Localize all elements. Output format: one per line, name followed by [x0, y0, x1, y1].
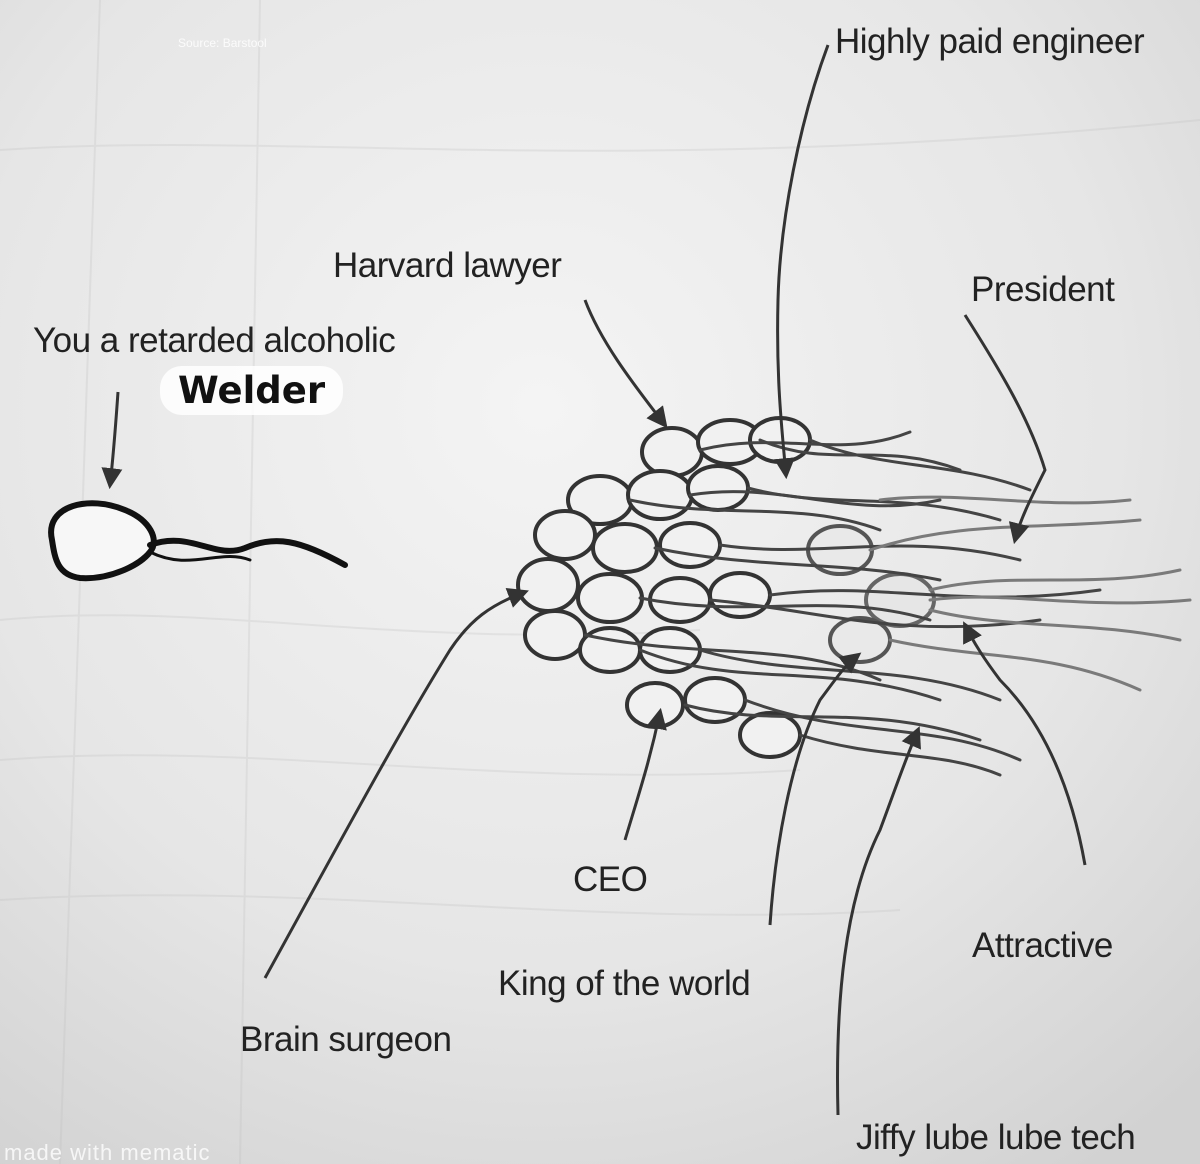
arrow-ceo	[623, 707, 667, 841]
label-harvard-lawyer: Harvard lawyer	[333, 246, 562, 285]
source-watermark: Source: Barstool	[178, 36, 267, 50]
arrow-jiffy-lube	[835, 726, 921, 1116]
label-welder-intro: You a retarded alcoholic	[33, 321, 396, 360]
label-highly-paid-engineer: Highly paid engineer	[835, 22, 1145, 61]
welder-sperm	[48, 500, 348, 582]
label-brain-surgeon: Brain surgeon	[240, 1020, 452, 1059]
sperm-tails-faint	[868, 495, 1192, 692]
arrow-president	[963, 314, 1047, 545]
mematic-watermark: made with mematic	[4, 1140, 211, 1164]
arrow-harvard-lawyer	[583, 299, 668, 429]
label-welder: Welder	[160, 366, 344, 415]
sperm-tails	[583, 430, 1102, 777]
arrow-welder	[101, 391, 123, 490]
label-attractive: Attractive	[972, 926, 1113, 965]
arrow-king	[768, 652, 862, 926]
arrow-brain-surgeon	[263, 588, 529, 979]
sperm-cluster	[516, 416, 936, 759]
pointer-arrows	[101, 44, 1087, 1116]
label-ceo: CEO	[573, 860, 648, 899]
label-president: President	[971, 270, 1115, 309]
label-jiffy-lube: Jiffy lube lube tech	[856, 1118, 1136, 1157]
label-king-of-the-world: King of the world	[498, 964, 751, 1003]
arrow-attractive	[963, 621, 1087, 866]
arrow-highly-paid-engineer	[774, 44, 830, 480]
